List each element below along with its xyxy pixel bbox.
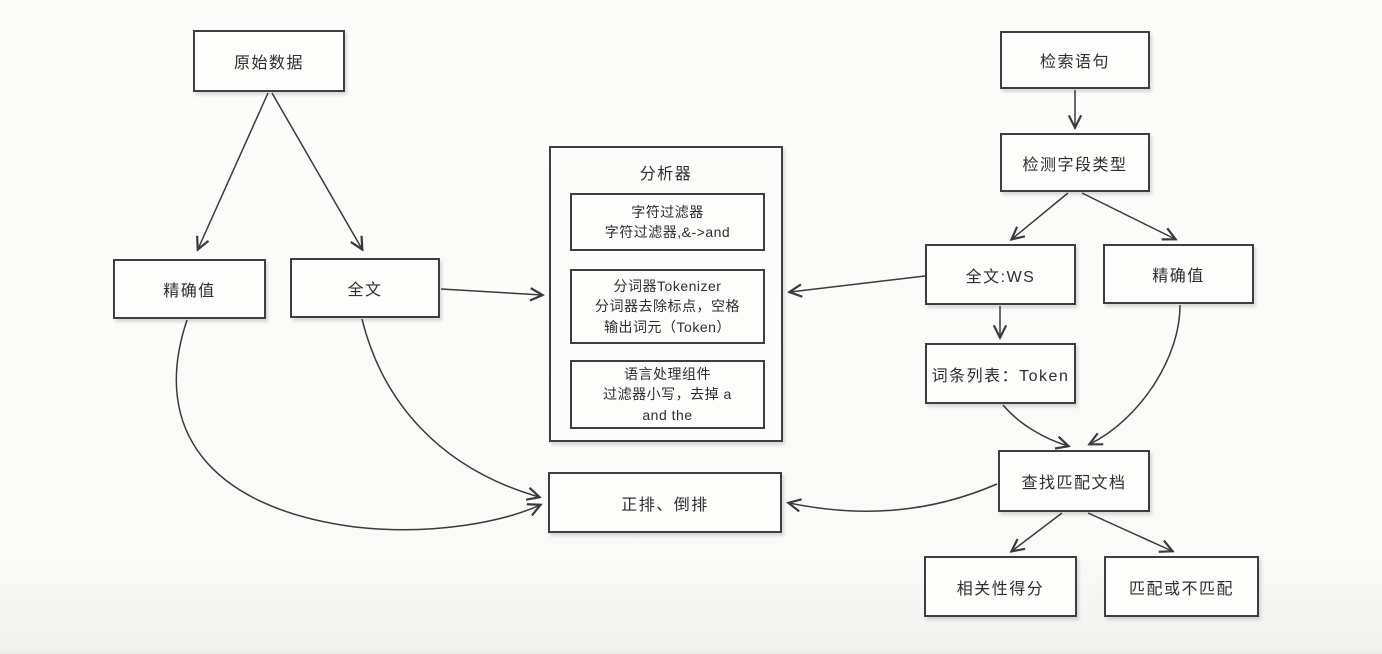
node-token-list: 词条列表：Token (925, 343, 1076, 404)
node-char-filter: 字符过滤器 字符过滤器,&->and (570, 193, 765, 251)
edge-rawdata-exactvalue (198, 92, 269, 249)
node-full-text-ws: 全文:WS (925, 244, 1076, 305)
language-processor-line3: and the (642, 406, 693, 423)
edge-fulltext-analyzer (440, 289, 542, 295)
node-raw-data: 原始数据 (193, 30, 345, 92)
edge-fulltextws-analyzer (790, 275, 926, 292)
edge-findmatch-matchornot (1087, 512, 1172, 551)
tokenizer-line3: 输出词元（Token） (604, 318, 731, 335)
edge-detect-fulltextws (1012, 192, 1069, 239)
node-index-store: 正排、倒排 (548, 472, 782, 533)
analyzer-title: 分析器 (639, 166, 693, 183)
edge-findmatch-index (789, 483, 998, 511)
edge-tokenlist-findmatch (1002, 404, 1068, 446)
language-processor-line1: 语言处理组件 (624, 366, 711, 383)
node-relevance-score: 相关性得分 (924, 556, 1077, 617)
tokenizer-line1: 分词器Tokenizer (613, 278, 722, 295)
edge-findmatch-relevance (1012, 512, 1063, 551)
node-detect-field-type: 检测字段类型 (1000, 133, 1150, 192)
node-search-query: 检索语句 (1000, 31, 1150, 89)
edge-detect-exactvalue (1081, 192, 1175, 239)
node-exact-value-right: 精确值 (1103, 244, 1254, 304)
group-analyzer: 分析器 字符过滤器 字符过滤器,&->and 分词器Tokenizer 分词器去… (549, 146, 783, 442)
char-filter-line1: 字符过滤器 (631, 203, 704, 220)
tokenizer-line2: 分词器去除标点，空格 (595, 298, 740, 315)
node-language-processor: 语言处理组件 过滤器小写，去掉 a and the (570, 360, 765, 429)
node-match-or-not: 匹配或不匹配 (1104, 556, 1259, 617)
edge-fulltext-index (361, 318, 539, 497)
node-find-matching-docs: 查找匹配文档 (998, 450, 1150, 512)
node-full-text-left: 全文 (290, 258, 440, 318)
edge-rawdata-fulltext (271, 92, 362, 249)
node-tokenizer: 分词器Tokenizer 分词器去除标点，空格 输出词元（Token） (570, 269, 765, 344)
language-processor-line2: 过滤器小写，去掉 a (603, 386, 732, 403)
edge-exactvalueright-findmatch (1090, 304, 1181, 444)
node-exact-value-left: 精确值 (113, 259, 266, 319)
char-filter-line2: 字符过滤器,&->and (604, 224, 731, 240)
edge-exactvalue-index (175, 319, 540, 531)
